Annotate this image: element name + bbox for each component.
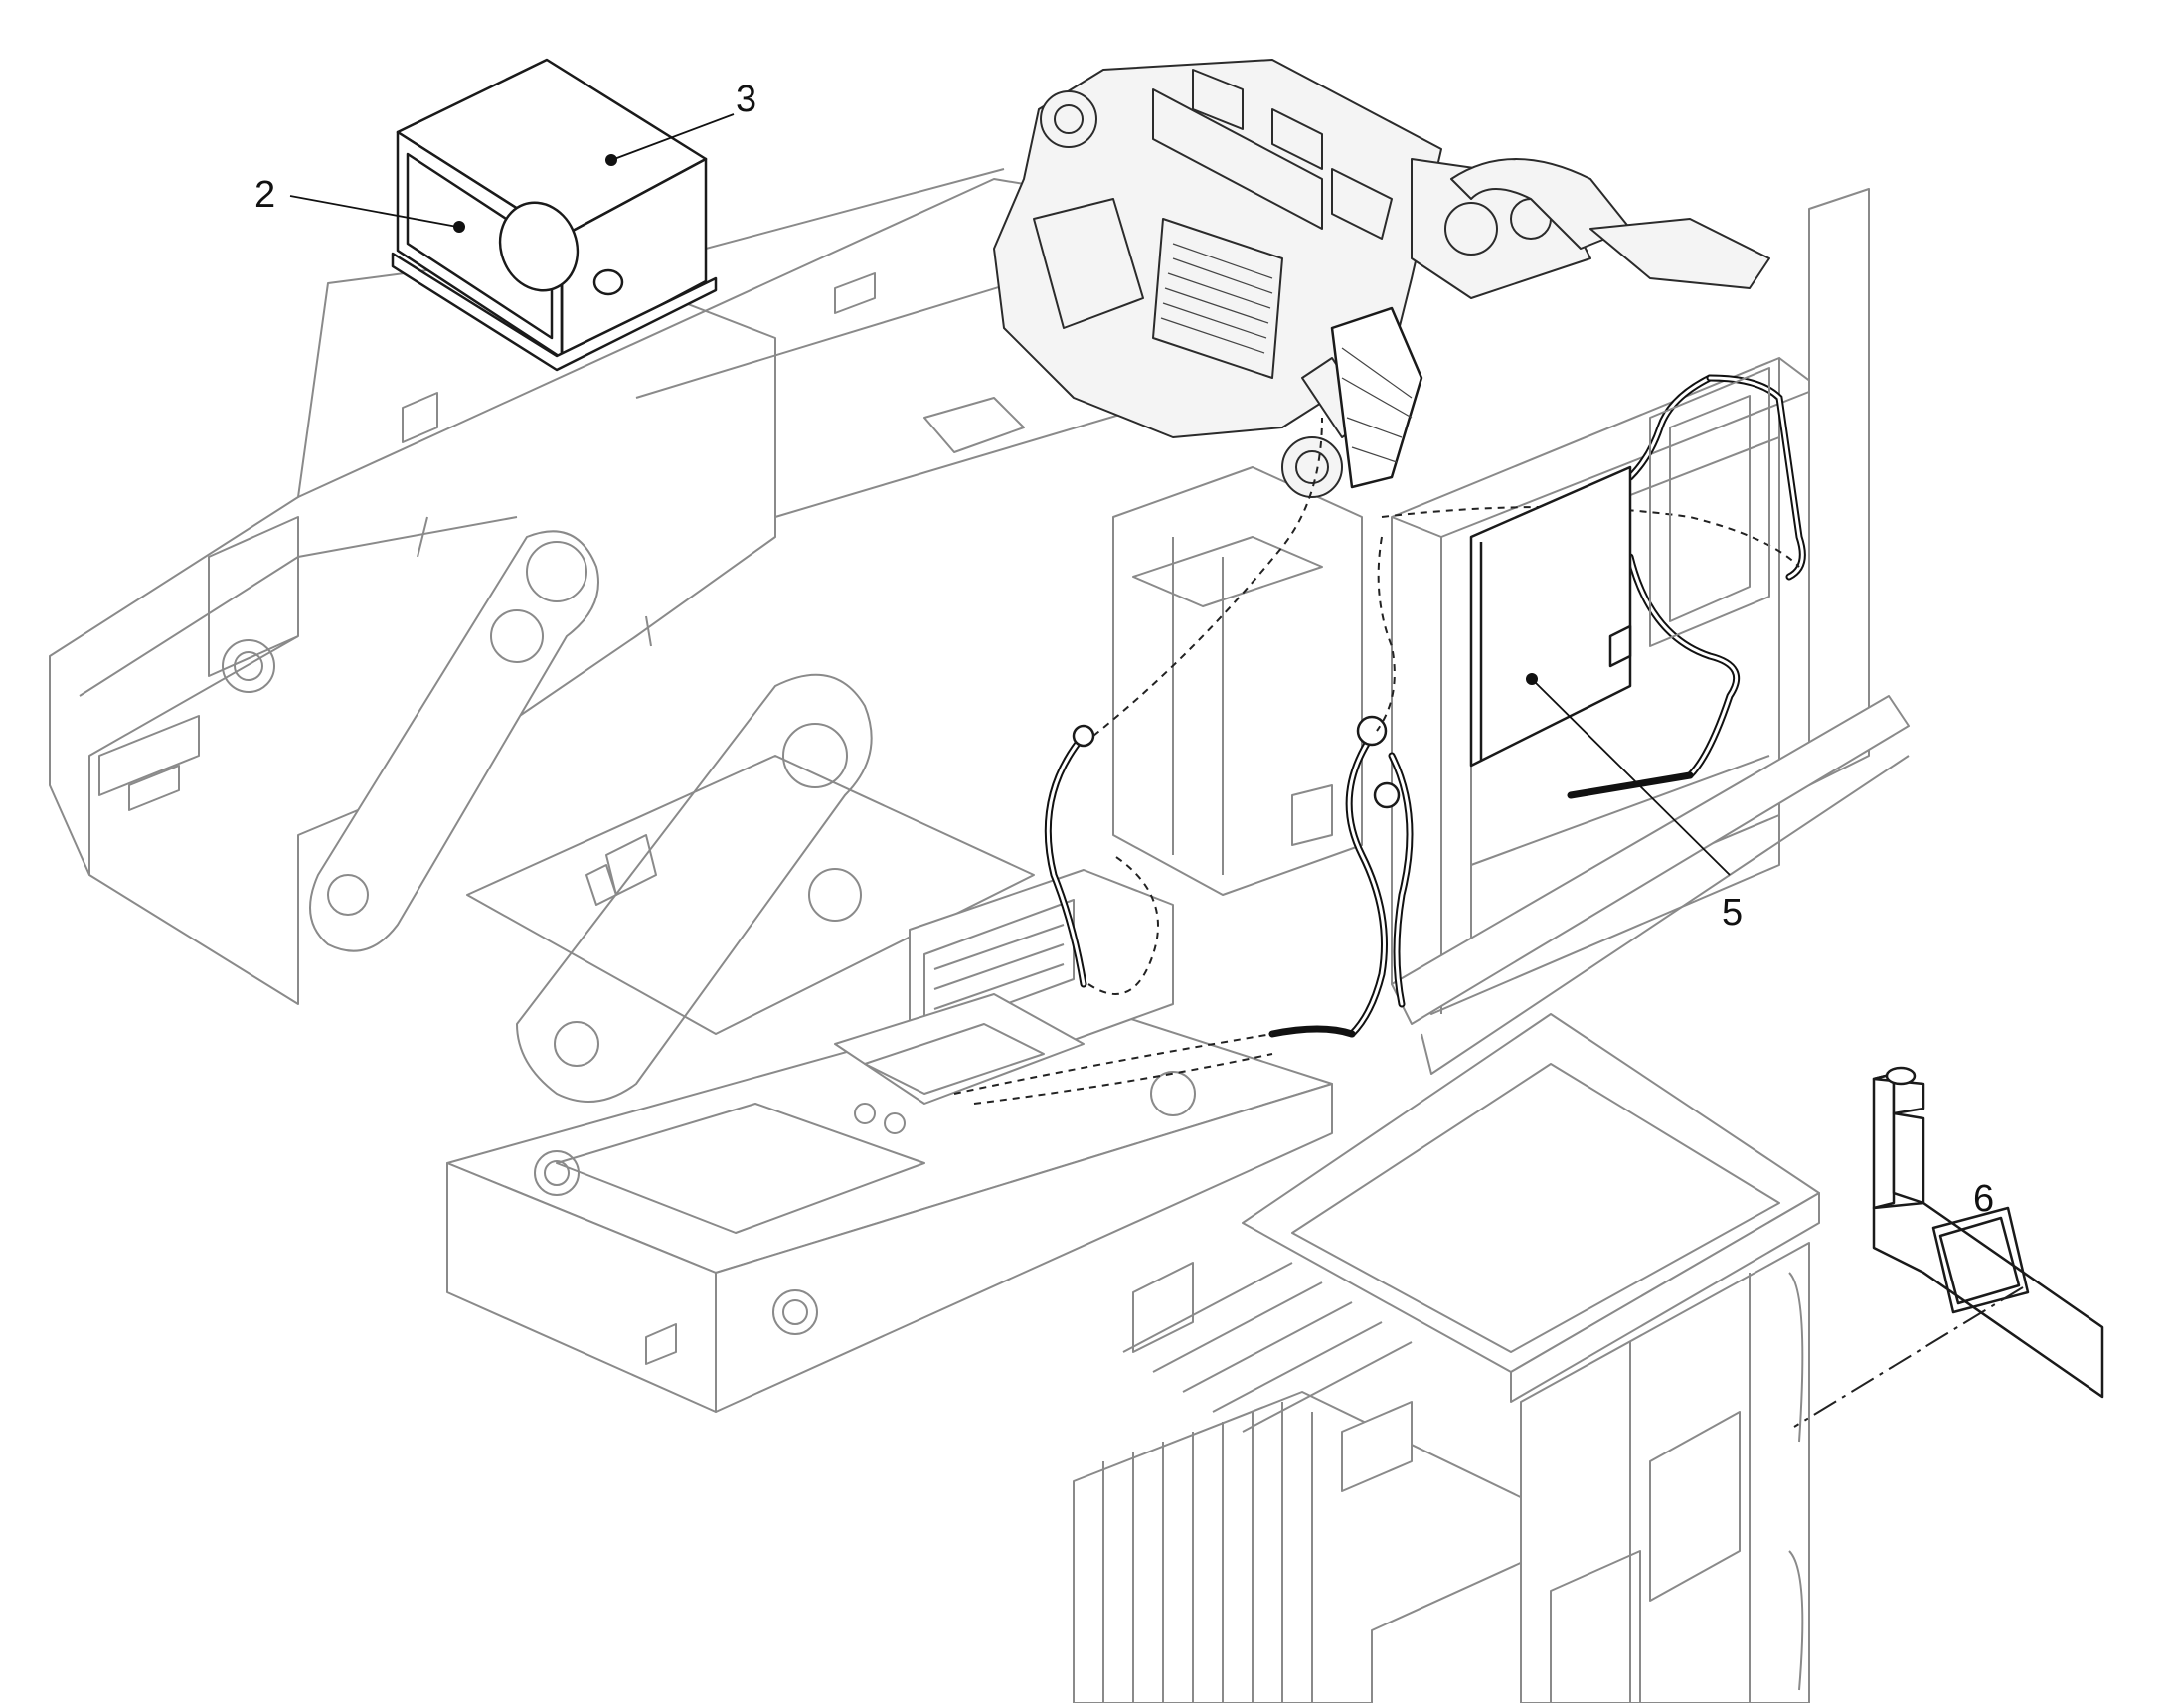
callout-2: 2 xyxy=(254,174,465,233)
control-unit xyxy=(834,869,1174,1134)
engine-block xyxy=(993,59,1770,498)
part-5-panel xyxy=(1469,465,1632,768)
callout-6: 6 xyxy=(1973,1178,1994,1220)
part-6-bracket xyxy=(1872,1066,2104,1399)
cable-harness xyxy=(1044,374,1806,1038)
radiator-stack xyxy=(1073,1013,1820,1704)
main-frame xyxy=(49,168,1910,1413)
part-2-cover xyxy=(391,152,718,372)
part-5-frame xyxy=(1649,367,1770,647)
part-6-mount-line xyxy=(1793,1286,2024,1428)
callout-5: 5 xyxy=(1526,673,1743,934)
callout-6-label: 6 xyxy=(1973,1178,1994,1220)
callout-2-label: 2 xyxy=(254,174,275,216)
callout-3-label: 3 xyxy=(736,79,756,120)
callout-3: 3 xyxy=(605,79,756,166)
callout-5-label: 5 xyxy=(1722,892,1743,934)
